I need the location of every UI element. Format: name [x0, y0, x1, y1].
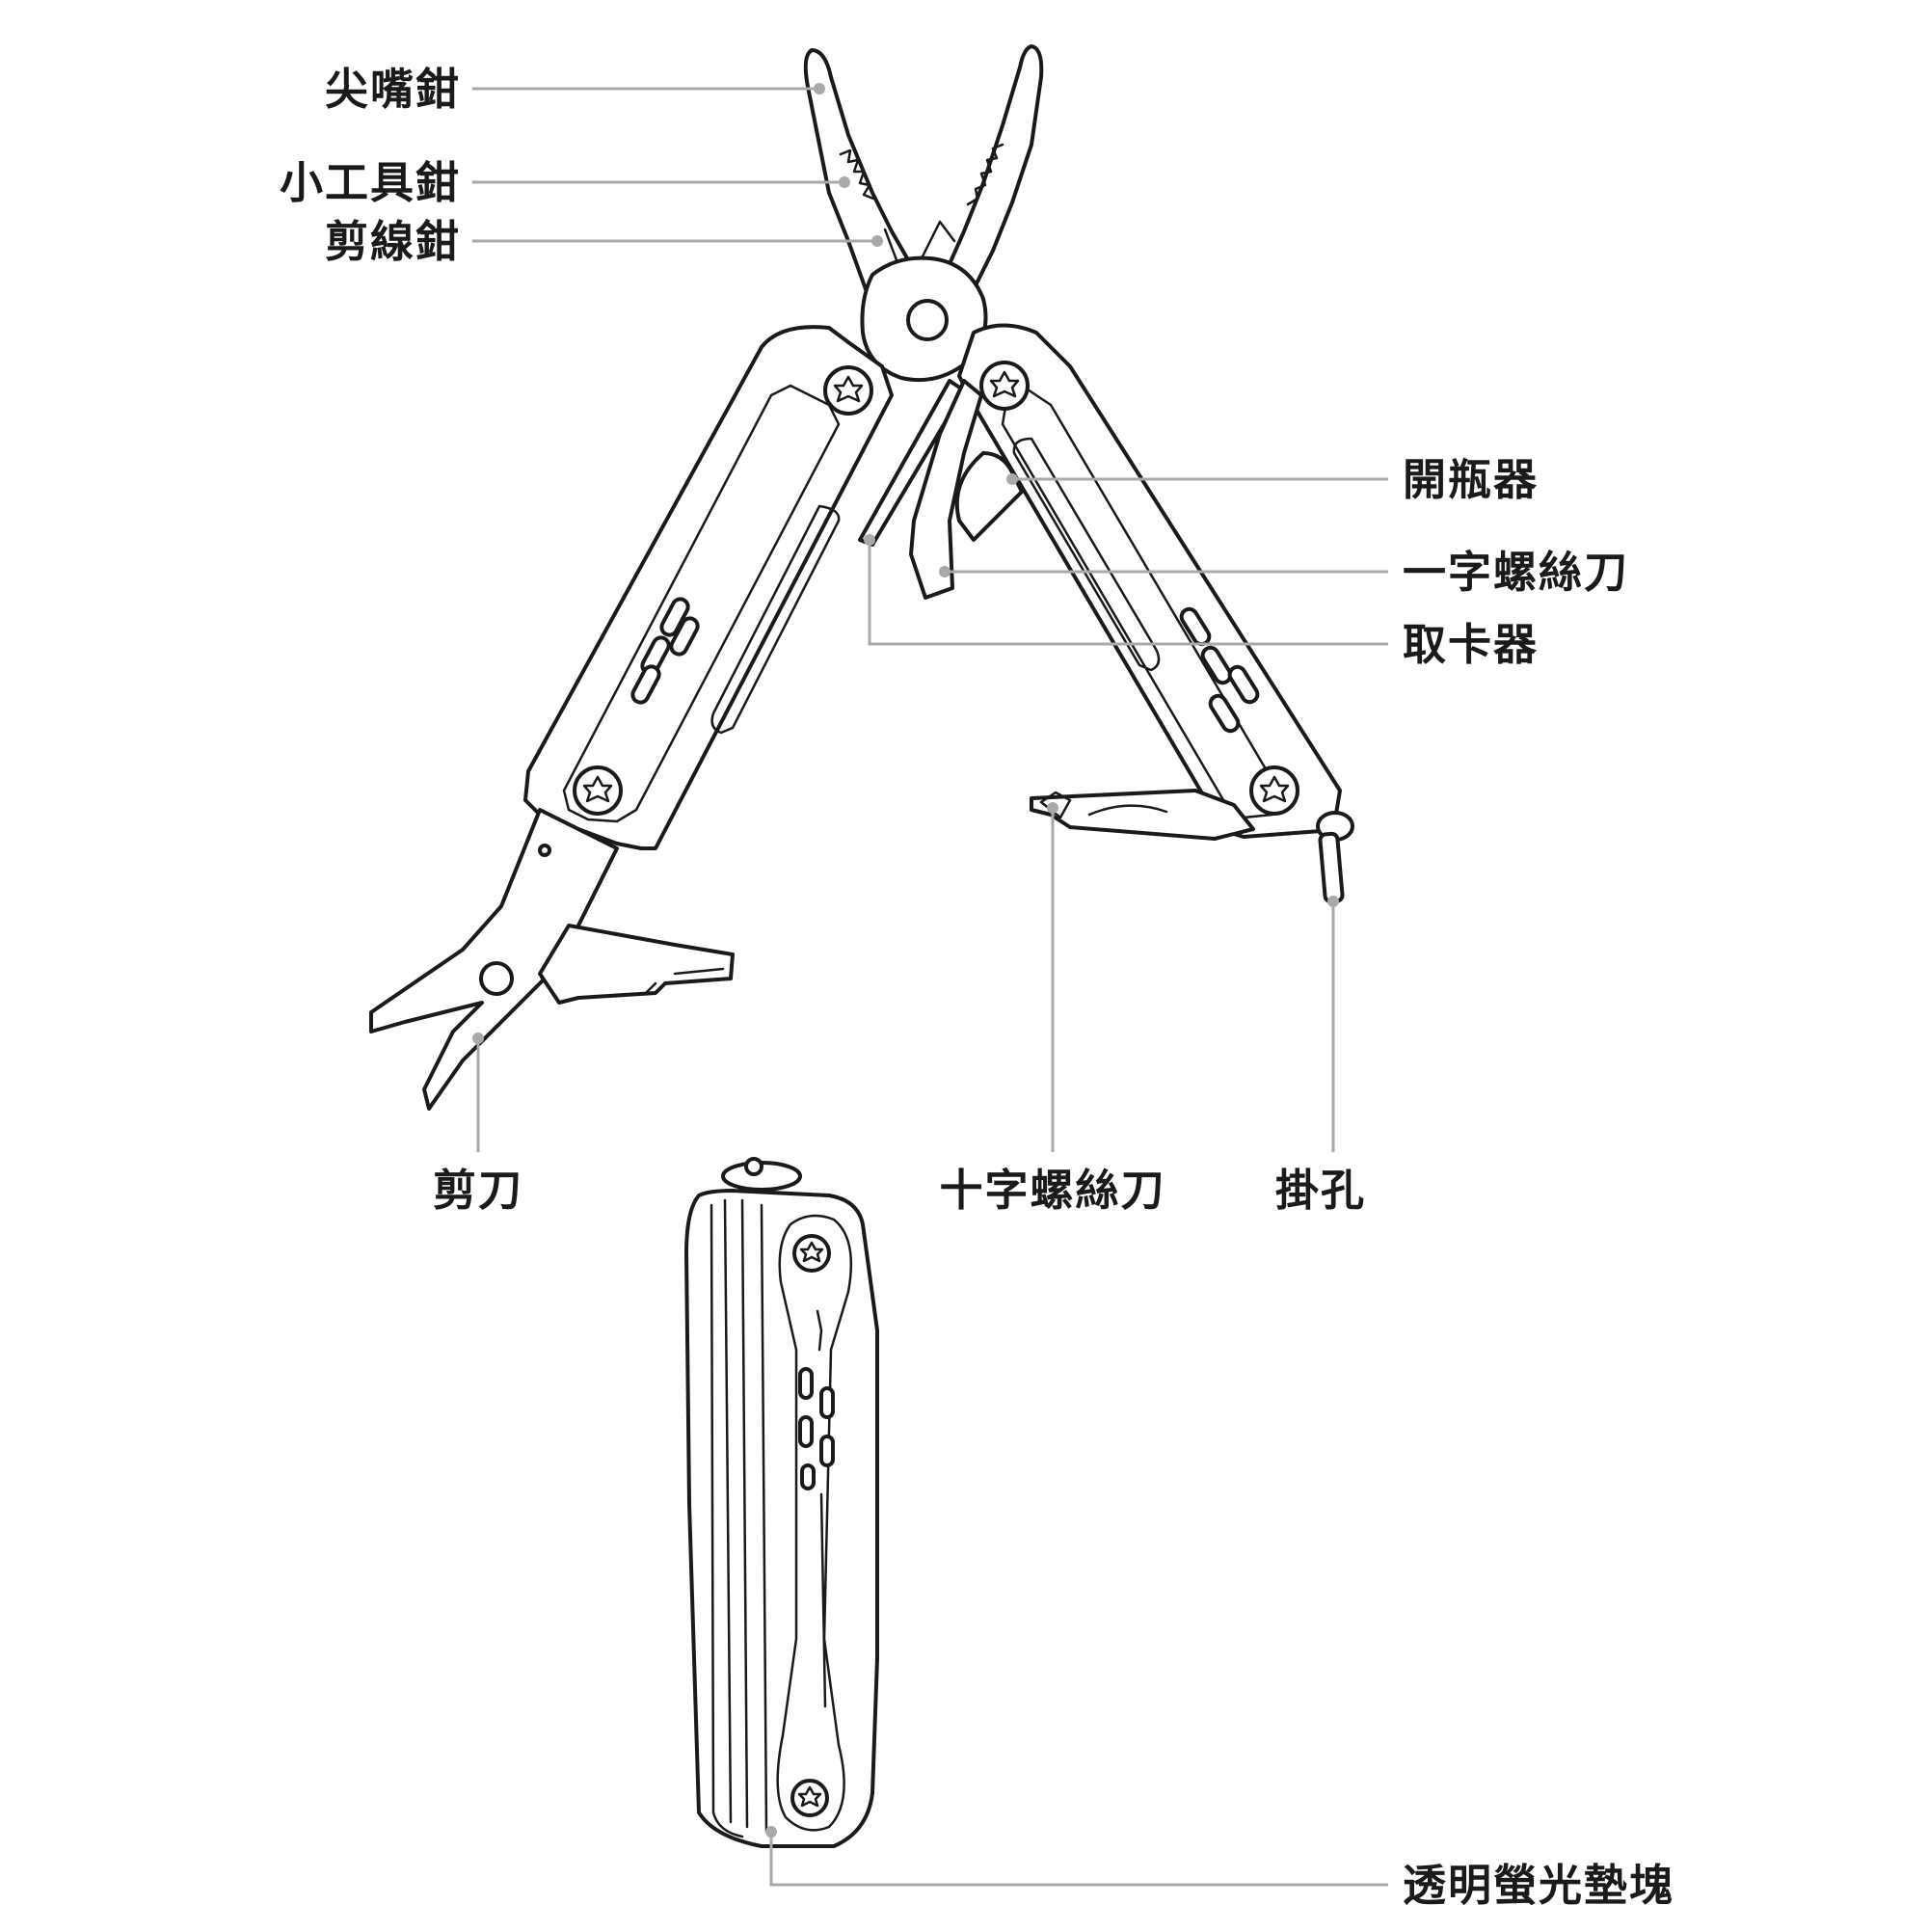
left-upper-screw	[823, 365, 873, 416]
flathead-screwdriver-blade	[909, 379, 983, 600]
leader-dot	[1047, 802, 1058, 814]
right-vent-hole-2	[1200, 645, 1233, 685]
scissors-pivot	[479, 961, 514, 996]
leader-dot	[939, 566, 951, 577]
left-vent-hole-4	[630, 664, 661, 705]
label-card-remover: 取卡器	[1403, 619, 1540, 670]
phillips-groove	[1087, 804, 1168, 817]
leader-dot	[765, 1826, 777, 1838]
left-vent-hole-3	[669, 616, 700, 657]
folded-ring-loop	[744, 1157, 763, 1176]
multitool-open-illustration	[369, 44, 1354, 1111]
folded-handle-face	[776, 1214, 853, 1832]
leader-dot	[472, 1033, 484, 1044]
torx-icon	[1259, 775, 1290, 803]
left-jaw-teeth	[839, 148, 875, 201]
leader-fluorescent-pad	[769, 1832, 1388, 1887]
multitool-folded-illustration	[684, 1157, 879, 1848]
torx-icon	[799, 1241, 824, 1263]
folded-bottom-screw	[790, 1779, 829, 1817]
right-handle-slot	[1012, 437, 1161, 672]
leader-dot	[864, 534, 875, 546]
leader-lines	[472, 83, 1388, 1887]
scissors-spring-arm	[538, 924, 735, 1005]
label-wire-cutter: 剪線鉗	[324, 216, 461, 267]
leader-card-remover	[868, 540, 1388, 646]
pivot-hole	[906, 299, 949, 341]
bottle-opener	[954, 451, 1024, 542]
folded-top-screw	[792, 1234, 831, 1273]
phillips-screwdriver	[1030, 789, 1255, 841]
right-upper-screw	[979, 361, 1030, 411]
folded-vent-5	[800, 1463, 816, 1490]
leader-dot	[871, 235, 883, 247]
label-needle-nose-pliers: 尖嘴鉗	[324, 64, 461, 115]
scissors-spring-detail	[644, 967, 725, 995]
left-lower-screw	[573, 765, 623, 816]
leader-dot	[814, 83, 825, 94]
leader-dot	[1327, 896, 1339, 907]
folded-vent-2	[819, 1386, 835, 1419]
torx-icon	[797, 1785, 822, 1808]
torx-icon	[582, 775, 613, 803]
torx-icon	[833, 375, 864, 403]
torx-icon	[989, 370, 1020, 398]
folded-vent-3	[798, 1415, 814, 1448]
folded-body-layer-3	[740, 1198, 749, 1829]
hanging-clip	[1318, 831, 1345, 904]
label-fluorescent-pad: 透明螢光墊塊	[1403, 1860, 1675, 1911]
right-jaw-teeth	[966, 143, 1004, 206]
right-vent-hole-3	[1227, 664, 1260, 705]
label-scissors: 剪刀	[432, 1165, 524, 1216]
leader-dot	[839, 176, 850, 188]
folded-body-layer-2	[723, 1198, 733, 1824]
label-hanging-hole: 掛孔	[1274, 1165, 1367, 1216]
left-handle-slot	[710, 504, 841, 735]
scissors-small-hole	[538, 844, 551, 857]
label-bottle-opener: 開瓶器	[1403, 454, 1540, 505]
leader-dot	[1006, 473, 1018, 485]
left-handle-inner-rail	[562, 384, 841, 823]
folded-body-layer-4	[760, 1203, 768, 1834]
folded-vent-4	[819, 1435, 835, 1467]
left-handle	[523, 325, 894, 850]
folded-vent-1	[798, 1367, 814, 1400]
right-vent-hole-4	[1208, 693, 1241, 734]
folded-inner-slot	[816, 1309, 827, 1708]
left-vent-hole-1	[659, 597, 690, 637]
label-flathead-screwdriver: 一字螺絲刀	[1403, 547, 1630, 598]
folded-body-layer-1	[710, 1203, 744, 1838]
right-lower-screw	[1249, 765, 1299, 816]
label-small-tool-pliers: 小工具鉗	[279, 157, 461, 208]
label-phillips-screwdriver: 十字螺絲刀	[939, 1165, 1166, 1216]
